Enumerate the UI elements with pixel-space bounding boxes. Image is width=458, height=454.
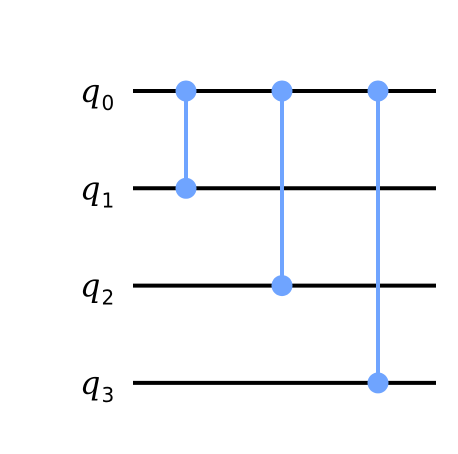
qubit-label-3: q3 (80, 364, 114, 407)
qubit-label-index: 1 (101, 188, 114, 212)
qubit-label-index: 3 (101, 383, 114, 407)
qubit-label-index: 0 (101, 91, 114, 115)
qubit-label-2: q2 (80, 267, 114, 310)
target-dot (271, 275, 293, 297)
controlled-z-gates (175, 80, 389, 394)
cz-gate-2 (367, 80, 389, 394)
target-dot (175, 177, 197, 199)
qubit-label-name: q (80, 364, 100, 402)
qubit-label-name: q (80, 267, 100, 305)
control-dot (175, 80, 197, 102)
qubit-label-name: q (80, 169, 100, 207)
cz-gate-1 (271, 80, 293, 297)
control-dot (367, 80, 389, 102)
qubit-label-name: q (80, 72, 100, 110)
qubit-label-1: q1 (80, 169, 114, 212)
target-dot (367, 372, 389, 394)
control-dot (271, 80, 293, 102)
qubit-label-index: 2 (101, 286, 114, 310)
qubit-label-0: q0 (80, 72, 114, 115)
cz-gate-0 (175, 80, 197, 199)
qubit-wires (133, 89, 436, 385)
